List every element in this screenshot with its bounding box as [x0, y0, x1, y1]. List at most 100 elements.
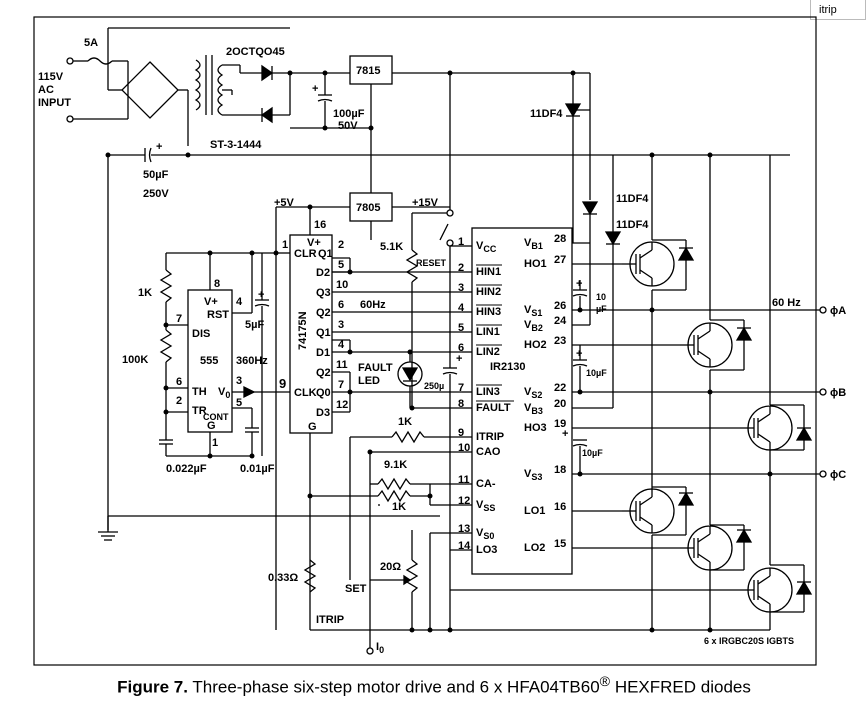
- r-ca1-label: 9.1K: [384, 459, 407, 471]
- counter-pin-d1: D1: [316, 347, 330, 359]
- caption-text: Three-phase six-step motor drive and 6 x…: [187, 677, 600, 697]
- ir2130-pin-number: 1: [458, 236, 464, 248]
- r-set-label: 20Ω: [380, 561, 401, 573]
- rectifier-diode-label: 2OCTQO45: [226, 46, 285, 58]
- counter-pin-q1b: Q1: [316, 327, 331, 339]
- igbts-label: 6 x IRGBC20S IGBTS: [704, 636, 794, 646]
- counter-pinnum: 5: [338, 259, 344, 271]
- reg-7815-label: 7815: [356, 65, 380, 77]
- counter-pin-d2: D2: [316, 267, 330, 279]
- caption-text-end: HEXFRED diodes: [610, 677, 751, 697]
- counter-pin-q2: Q2: [316, 307, 331, 319]
- ir2130-pin-number: 18: [554, 464, 566, 476]
- ir2130-pin-number: 13: [458, 523, 470, 535]
- plus-sign: +: [576, 348, 582, 360]
- counter-pin-q1: Q1: [318, 248, 333, 260]
- igbt-symbol: [622, 239, 695, 291]
- ir2130-pin-number: 28: [554, 233, 566, 245]
- cap-5uf-label: 5µF: [245, 319, 264, 331]
- itrip-label: ITRIP: [316, 614, 344, 626]
- ir2130-pin-label: VCC: [476, 240, 497, 254]
- ir2130-pin-number: 14: [458, 540, 471, 552]
- timer-pinnum-8: 8: [214, 278, 220, 290]
- ir2130-pin-label: VS2: [524, 386, 542, 400]
- cap3-label: 10µF: [582, 448, 603, 458]
- timer-pin-tr: TR: [192, 405, 207, 417]
- timer-pinnum-2: 2: [176, 395, 182, 407]
- ir2130-pin-label: CAO: [476, 446, 501, 458]
- plus-sign: +: [562, 428, 568, 440]
- timer-pinnum-6: 6: [176, 376, 182, 388]
- cap-250v-label: 250V: [143, 188, 169, 200]
- timer-freq-label: 360Hz: [236, 355, 268, 367]
- ir2130-pin-number: 8: [458, 398, 464, 410]
- ac-input-line1: 115V: [38, 71, 64, 83]
- timer-pinnum-7: 7: [176, 313, 182, 325]
- ir2130-pin-label: VS0: [476, 527, 494, 541]
- ir2130-pin-number: 16: [554, 501, 566, 513]
- counter-pinnum: 4: [338, 339, 345, 351]
- counter-pinnum: 9: [279, 376, 286, 391]
- ir2130-pin-label: LO3: [476, 544, 497, 556]
- ir2130-right-pins: 28VB127HO126VS124VB223HO222VS220VB319HO3…: [524, 233, 567, 554]
- ir2130-name: IR2130: [490, 361, 525, 373]
- counter-pinnum: 10: [336, 279, 348, 291]
- counter-pin-q0: Q0: [316, 387, 331, 399]
- ir2130-pin-number: 2: [458, 262, 464, 274]
- igbt-symbol: [622, 486, 695, 536]
- reg-7805-label: 7805: [356, 202, 380, 214]
- timer-pin-cont: CONT: [203, 412, 229, 422]
- igbt-symbol: [680, 319, 753, 371]
- ir2130-pin-number: 19: [554, 418, 566, 430]
- timer-name: 555: [200, 355, 218, 367]
- counter-pinnum: 3: [338, 319, 344, 331]
- ir2130-pin-label: ITRIP: [476, 431, 504, 443]
- igbt-symbol: [680, 524, 753, 571]
- ir2130-pin-label: FAULT: [476, 402, 511, 414]
- bootstrap-diode-label: 11DF4: [530, 108, 563, 120]
- tab-itrip[interactable]: itrip: [810, 0, 866, 20]
- junctions: [105, 70, 773, 633]
- io-label: I0: [376, 641, 384, 655]
- schematic-border: [33, 16, 817, 666]
- ir2130-pin-number: 3: [458, 282, 464, 294]
- set-label: SET: [345, 583, 367, 595]
- counter-pinnum: 16: [314, 219, 326, 231]
- plus-sign: +: [258, 289, 264, 301]
- counter-pin-d3: D3: [316, 407, 330, 419]
- bootstrap-diode-label-2: 11DF4: [616, 193, 649, 205]
- timer-pinnum-1: 1: [212, 437, 218, 449]
- terminal-ac-1: [66, 57, 74, 65]
- fault-led-line2: LED: [358, 375, 380, 387]
- figure-label: Figure 7.: [117, 677, 188, 697]
- ac-input-line2: AC: [38, 84, 54, 96]
- ir2130-pin-label: VB1: [524, 237, 543, 251]
- labels: 5A 115V AC INPUT 2OCTQO45 ST-3-1444 7815…: [38, 37, 846, 655]
- rail-5v-label: +5V: [274, 197, 295, 209]
- ir2130-pin-number: 12: [458, 495, 470, 507]
- phase-b-label: ϕB: [830, 387, 846, 399]
- ir2130-pin-label: HIN1: [476, 266, 501, 278]
- cap-50v-label: 50V: [338, 120, 358, 132]
- timer-pinnum-5: 5: [236, 397, 242, 409]
- plus-sign: +: [576, 278, 582, 290]
- ir2130-pin-number: 20: [554, 398, 566, 410]
- terminal-phase-c: [819, 470, 827, 478]
- ir2130-pin-label: HO1: [524, 258, 547, 270]
- ir2130-pin-number: 22: [554, 382, 566, 394]
- ir2130-pin-label: HIN2: [476, 286, 501, 298]
- ir2130-pin-number: 26: [554, 300, 566, 312]
- rail-15v-label: +15V: [412, 197, 439, 209]
- output-freq-label: 60 Hz: [772, 297, 801, 309]
- ir2130-pin-number: 6: [458, 342, 464, 354]
- cap1-unit: µF: [596, 304, 607, 314]
- ir2130-pin-label: HO2: [524, 339, 547, 351]
- counter-pin-g: G: [308, 421, 317, 433]
- ir2130-pin-label: LIN3: [476, 386, 500, 398]
- ir2130-pin-label: VB3: [524, 402, 543, 416]
- plus-sign: +: [156, 141, 162, 153]
- ir2130-pin-number: 27: [554, 254, 566, 266]
- ir2130-pin-label: LO1: [524, 505, 545, 517]
- cap2-label: 10µF: [586, 368, 607, 378]
